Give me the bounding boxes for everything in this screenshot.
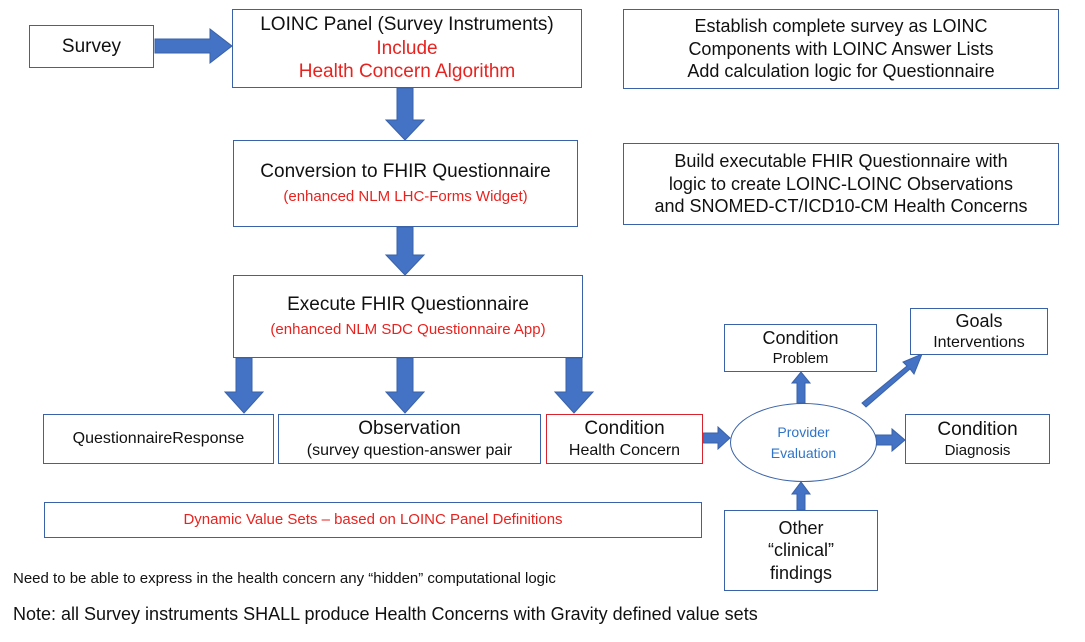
condition-problem-box: Condition Problem [724,324,877,372]
loinc-panel-include: Include [376,37,438,59]
goals-title: Goals [955,311,1003,332]
condition-health-concern-title: Condition [584,418,665,440]
arrow-execute-to-condition-health-concern [553,357,595,414]
goals-box: Goals Interventions [910,308,1048,355]
other-clinical-findings-box: Other “clinical” findings [724,510,878,591]
condition-health-concern-subtitle: Health Concern [568,441,681,459]
observation-box: Observation (survey question-answer pair [278,414,541,464]
arrow-provider-evaluation-to-condition-diagnosis [875,427,906,453]
hidden-logic-note: Need to be able to express in the health… [13,570,556,587]
execute-subtitle: (enhanced NLM SDC Questionnaire App) [270,321,546,338]
gravity-note: Note: all Survey instruments SHALL produ… [13,604,758,624]
arrow-health-concern-to-provider-evaluation [702,425,731,451]
arrow-other-findings-to-provider-evaluation [791,481,811,511]
build-line-2: logic to create LOINC-LOINC Observations [668,173,1014,194]
observation-subtitle: (survey question-answer pair [306,441,513,459]
conversion-title: Conversion to FHIR Questionnaire [260,161,551,183]
establish-line-3: Add calculation logic for Questionnaire [687,61,995,82]
build-line-1: Build executable FHIR Questionnaire with [674,151,1008,172]
arrow-conversion-to-execute [384,226,426,276]
establish-line-1: Establish complete survey as LOINC [694,16,988,37]
conversion-subtitle: (enhanced NLM LHC-Forms Widget) [283,188,528,205]
arrow-survey-to-loinc-panel [154,27,233,65]
loinc-panel-title: LOINC Panel (Survey Instruments) [260,13,554,35]
conversion-box: Conversion to FHIR Questionnaire (enhanc… [233,140,578,227]
execute-title: Execute FHIR Questionnaire [287,294,529,316]
other-findings-line-2: “clinical” [767,540,834,561]
other-findings-line-1: Other [778,517,824,538]
goals-subtitle: Interventions [933,333,1025,351]
arrow-provider-evaluation-to-condition-problem [790,371,812,404]
build-line-3: and SNOMED-CT/ICD10-CM Health Concerns [654,196,1028,217]
arrow-loinc-panel-to-conversion [384,87,426,141]
condition-diagnosis-title: Condition [937,418,1018,440]
arrow-provider-evaluation-to-goals [861,353,923,408]
condition-diagnosis-box: Condition Diagnosis [905,414,1050,464]
execute-box: Execute FHIR Questionnaire (enhanced NLM… [233,275,583,358]
provider-evaluation-line-1: Provider [777,423,830,440]
arrow-execute-to-questionnaire-response [223,357,265,414]
provider-evaluation-ellipse: Provider Evaluation [730,403,877,482]
questionnaire-response-label: QuestionnaireResponse [72,430,245,447]
condition-diagnosis-subtitle: Diagnosis [944,441,1011,459]
dynamic-value-sets-label: Dynamic Value Sets – based on LOINC Pane… [183,510,563,528]
observation-title: Observation [358,418,461,440]
establish-survey-box: Establish complete survey as LOINC Compo… [623,9,1059,89]
build-questionnaire-box: Build executable FHIR Questionnaire with… [623,143,1059,225]
survey-box: Survey [29,25,154,68]
loinc-panel-algorithm: Health Concern Algorithm [298,61,516,83]
arrow-execute-to-observation [384,357,426,414]
dynamic-value-sets-box: Dynamic Value Sets – based on LOINC Pane… [44,502,702,538]
other-findings-line-3: findings [769,562,833,583]
establish-line-2: Components with LOINC Answer Lists [688,38,994,59]
survey-label: Survey [61,35,122,57]
questionnaire-response-box: QuestionnaireResponse [43,414,274,464]
condition-health-concern-box: Condition Health Concern [546,414,703,464]
loinc-panel-box: LOINC Panel (Survey Instruments) Include… [232,9,582,88]
condition-problem-title: Condition [762,328,839,349]
provider-evaluation-line-2: Evaluation [770,444,837,461]
condition-problem-subtitle: Problem [772,349,829,367]
